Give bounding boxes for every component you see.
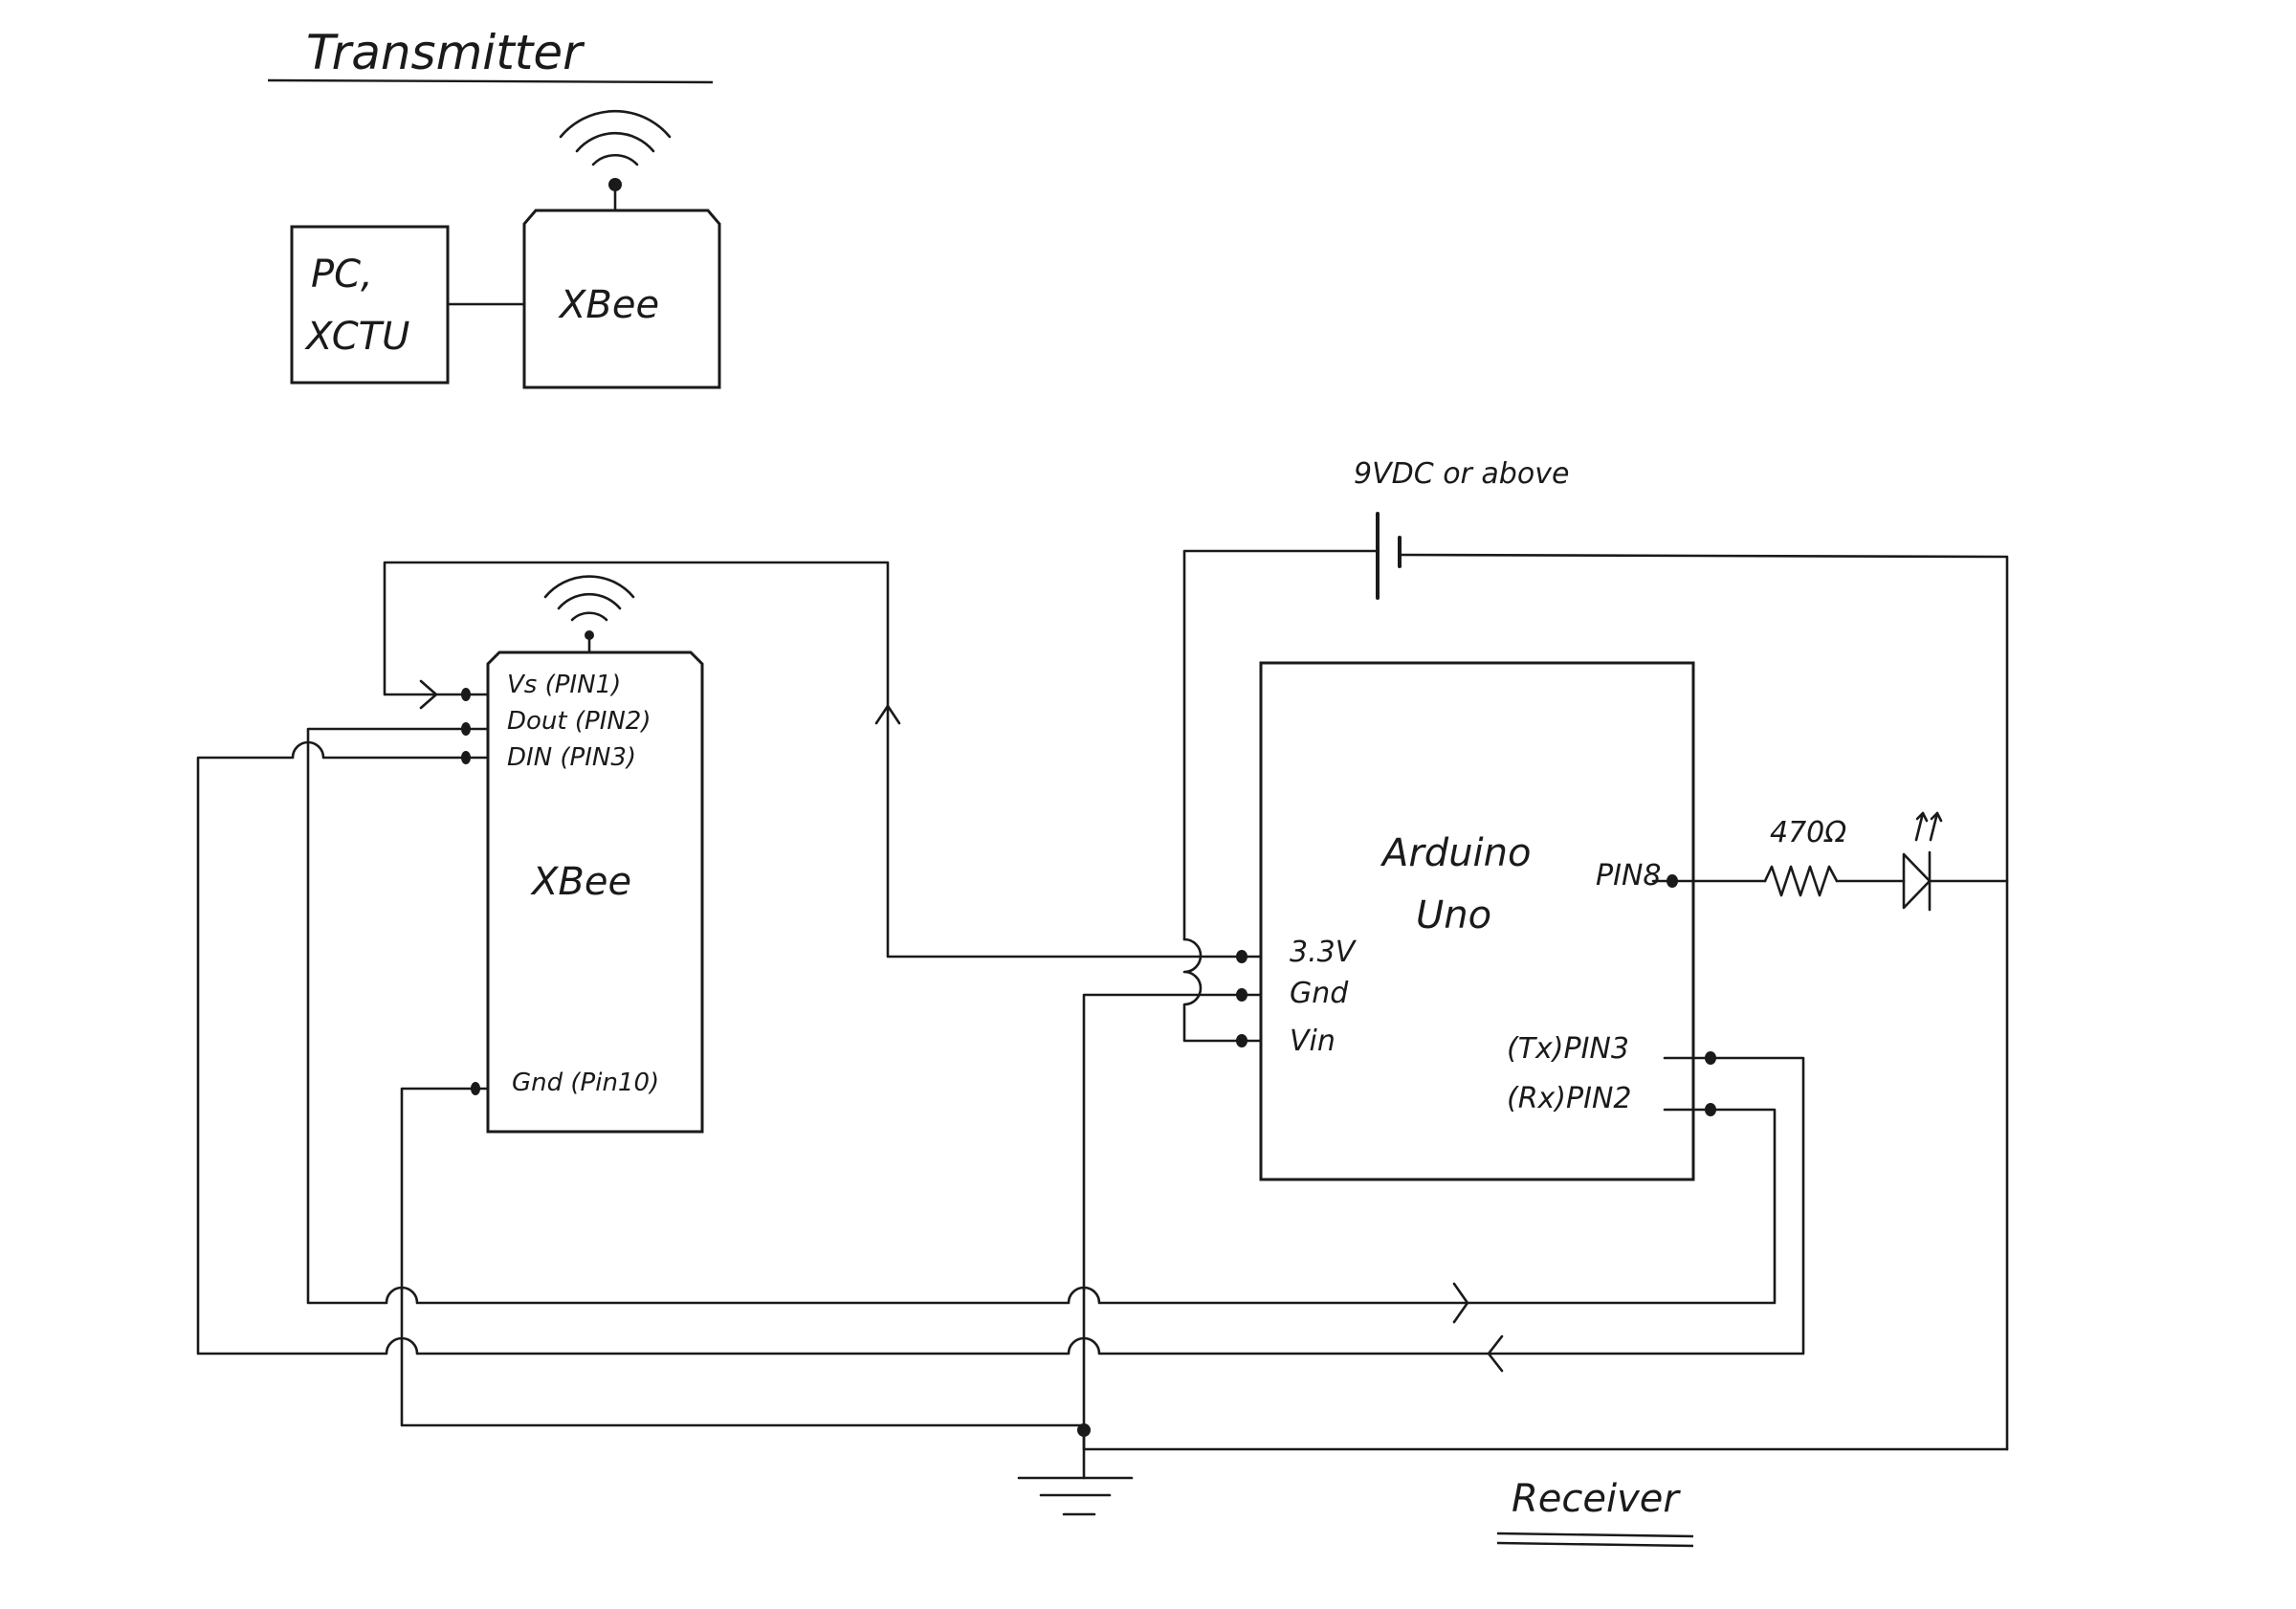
dout-to-rx-wire [306, 727, 1777, 1305]
battery-pos-wire [1398, 553, 2009, 1451]
pc-label-line1: PC, [311, 253, 373, 297]
battery-label: 9VDC or above [1354, 457, 1569, 491]
transmitter-title: Transmitter [306, 25, 585, 80]
vin-wire [1182, 937, 1244, 1043]
ground-junction [1077, 1423, 1091, 1437]
arduino-label-line1: Arduino [1380, 831, 1532, 875]
xbee-pin-dout-label: Dout (PIN2) [507, 707, 651, 736]
transmitter-xbee-box [522, 209, 721, 389]
receiver-antenna-icon [543, 575, 635, 654]
battery-icon [1376, 512, 1402, 600]
transmitter-antenna-icon [559, 109, 672, 212]
receiver-title-underline-1 [1496, 1532, 1694, 1538]
xbee-pin-vs-label: Vs (PIN1) [507, 671, 621, 699]
arduino-rx-pin-label: (Rx)PIN2 [1507, 1082, 1631, 1115]
pc-xctu-box [290, 225, 450, 385]
supply-arrow-icon [874, 704, 901, 725]
ground-bus-wire [400, 1288, 1086, 1427]
pc-label-line2: XCTU [304, 315, 409, 359]
xbee-gnd-wire [400, 1087, 477, 1291]
receiver-title-underline-2 [1496, 1541, 1694, 1548]
arduino-label-line2: Uno [1416, 893, 1491, 937]
transmitter-xbee-label: XBee [558, 283, 659, 327]
arduino-pin-33v-label: 3.3V [1290, 936, 1358, 969]
ground-symbol-icon [1017, 1476, 1134, 1516]
xbee-pin-din-label: DIN (PIN3) [507, 743, 636, 772]
resistor-label: 470Ω [1770, 816, 1846, 849]
tx-direction-arrow-icon [1487, 1334, 1504, 1373]
arduino-pin8-label: PIN8 [1596, 859, 1661, 893]
xbee-pin-gnd-label: Gnd (Pin10) [512, 1069, 659, 1097]
arduino-gnd-wire [1082, 993, 1244, 1291]
resistor-icon [1763, 865, 1839, 897]
arduino-pin-vin-label: Vin [1290, 1025, 1336, 1058]
arduino-pin-gnd-label: Gnd [1290, 977, 1349, 1010]
battery-neg-wire [1182, 549, 1380, 941]
led-icon [1902, 811, 1943, 912]
arduino-tx-pin-label: (Tx)PIN3 [1507, 1032, 1629, 1066]
receiver-xbee-label: XBee [530, 860, 631, 904]
receiver-title: Receiver [1512, 1477, 1681, 1521]
receiver-xbee-box [486, 650, 704, 1134]
ground-return-wire [1082, 1423, 2009, 1451]
rx-direction-arrow-icon [1452, 1282, 1469, 1324]
vs-arrow-icon [419, 679, 438, 710]
transmitter-title-underline [267, 78, 714, 84]
vs-supply-wire [383, 561, 1244, 959]
arduino-uno-box [1259, 661, 1695, 1181]
